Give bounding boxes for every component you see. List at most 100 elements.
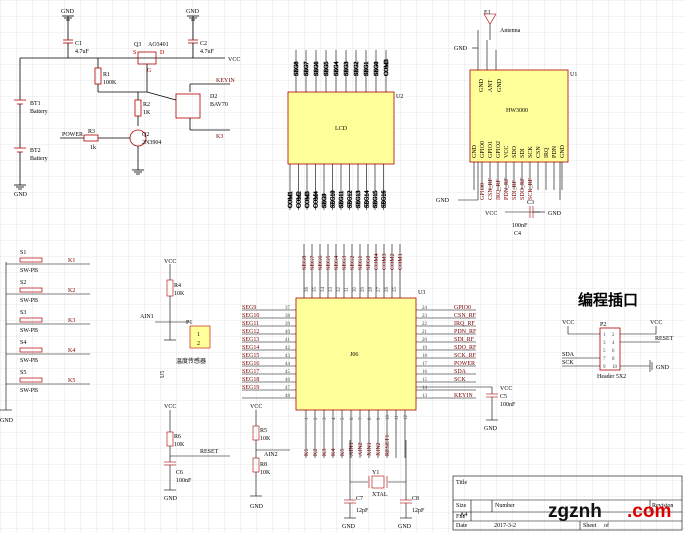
hdr-sda-net: SDA xyxy=(562,352,575,358)
mcu-bottom-pin-num: 5 xyxy=(341,417,346,420)
lcd-top-pin-label: SEG0 xyxy=(374,62,380,76)
mcu-left-pin-num: 45 xyxy=(285,370,291,375)
mcu-left-pin-name: SEG14 xyxy=(242,345,259,351)
lcd-bottom-pin-label: SEG15 xyxy=(373,191,379,208)
gnd-label: GND xyxy=(14,192,28,198)
mcu-left-pin-num: 42 xyxy=(285,346,291,351)
r1-value: 100K xyxy=(103,80,117,86)
mcu-bottom-pin-name: K2 xyxy=(313,449,319,456)
hdr-reset-net: RESET xyxy=(655,336,674,342)
rf-bottom-pin-label: GND xyxy=(472,144,478,158)
rf-bottom-net-label: CSN_RF xyxy=(488,177,494,200)
mcu-top-pin-name: SEG0 xyxy=(366,256,372,270)
sensor-vcc: VCC xyxy=(164,259,176,265)
rf-top-pin-label: GND xyxy=(497,78,503,92)
sensor-circuit xyxy=(155,264,211,349)
header-title: 编程插口 xyxy=(578,291,638,309)
mcu-bottom-pin-num: 2 xyxy=(314,417,319,420)
switch-type: SW-PB xyxy=(20,358,38,364)
mcu-top-pin-num: 35 xyxy=(313,287,318,293)
c1-value: 4.7uF xyxy=(75,49,90,55)
switch-net: K1 xyxy=(68,258,75,264)
lcd-bottom-pin-label: COM1 xyxy=(288,191,294,208)
mcu-bottom-pin-name: K3 xyxy=(322,449,328,456)
mcu-left-pin-num: 41 xyxy=(285,338,291,343)
u5-label: U5 xyxy=(160,371,166,378)
mcu-right-pin-name: SDO_RF xyxy=(454,345,477,351)
d2-ref: D2 xyxy=(210,94,217,100)
mcu-left-pin-name: SEG19 xyxy=(242,385,259,391)
vcc-label: VCC xyxy=(228,57,240,63)
ain2-divider xyxy=(250,410,290,497)
mcu-right-pin-num: 14 xyxy=(422,386,428,391)
power-net: POWER xyxy=(62,132,83,138)
r3-ref: R3 xyxy=(88,129,95,135)
c7-value: 12pF xyxy=(356,508,369,514)
mcu-top-pin-name: COM2 xyxy=(390,253,396,270)
mcu-right-pin-num: 16 xyxy=(422,370,428,375)
c7-ref: C7 xyxy=(356,496,363,502)
mcu-top-pin-num: 29 xyxy=(361,287,366,293)
reset-circuit xyxy=(164,410,230,491)
mcu-left-pin-num: 47 xyxy=(285,386,291,391)
mcu-bottom-pin-num: 7 xyxy=(359,417,364,420)
lcd-body-label: LCD xyxy=(335,126,348,132)
q3-ref: Q3 xyxy=(134,42,141,48)
r8-ref: R8 xyxy=(260,462,267,468)
mcu-right-pin-name: SCK xyxy=(454,377,466,383)
c2-value: 4.7uF xyxy=(200,49,215,55)
mcu-right-pin-name: KEYIN xyxy=(454,393,473,399)
hdr-left-pin-num: 9 xyxy=(603,365,606,370)
file-label: File xyxy=(456,514,466,520)
mcu-left-pin-num: 43 xyxy=(285,354,291,359)
lcd-top-pin-label: SEG4 xyxy=(334,62,340,76)
date-label: Date xyxy=(456,523,468,529)
size-value: A4 xyxy=(460,512,467,518)
revision-label: Revision xyxy=(652,503,673,509)
mcu-top-pin-num: 32 xyxy=(337,287,342,293)
rf-bottom-pin-label: VCC xyxy=(504,146,510,158)
mcu-right-pin-num: 20 xyxy=(422,338,428,343)
mcu-left-pin-name: SEG16 xyxy=(242,361,259,367)
r6-ref: R6 xyxy=(174,434,181,440)
reset-vcc: VCC xyxy=(164,404,176,410)
title-label: Title xyxy=(456,480,467,486)
crystal-circuit xyxy=(344,440,412,519)
size-label: Size xyxy=(456,503,467,509)
switch-ref: S1 xyxy=(20,250,26,256)
lcd-bottom-pin-label: COM4 xyxy=(314,191,320,208)
c8-value: 12pF xyxy=(412,508,425,514)
mcu-bottom-pin-num: 8 xyxy=(368,417,373,420)
mcu-top-pin-name: SEG1 xyxy=(358,256,364,270)
number-label: Number xyxy=(495,503,515,509)
rf-bottom-pin-label: GPIO2 xyxy=(496,141,502,158)
mcu-left-pin-num: 48 xyxy=(285,394,291,399)
bt1-ref: BT1 xyxy=(30,101,41,107)
mcu-right-pin-num: 13 xyxy=(422,394,428,399)
mcu-top-pin-name: SEG8 xyxy=(302,256,308,270)
k3-net: K3 xyxy=(216,134,223,140)
c4-ref: C4 xyxy=(514,231,521,237)
reset-gnd: GND xyxy=(164,496,178,502)
c8-ref: C8 xyxy=(412,496,419,502)
mcu-top-pin-num: 27 xyxy=(377,287,382,293)
mcu-bottom-pin-name: XIN1 xyxy=(367,442,373,456)
lcd-top-pin-label: SEG1 xyxy=(364,62,370,76)
lcd-bottom-pin-label: SEG16 xyxy=(382,191,388,208)
mcu-bottom-pin-num: 4 xyxy=(332,417,337,420)
r6-value: 10K xyxy=(174,442,185,448)
rf-top-pin-label: ANT xyxy=(488,79,494,92)
mcu-left-pin-name: SEG9 xyxy=(242,305,256,311)
gnd-label: GND xyxy=(186,9,200,15)
switch-ref: S2 xyxy=(20,280,26,286)
watermark: zgznh .com xyxy=(548,501,671,522)
rf-gnd3-label: GND xyxy=(548,211,562,217)
q3-pin-s: S xyxy=(133,50,136,56)
mcu-left-pin-name: SEG10 xyxy=(242,313,259,319)
rf-bottom-pin-label: GND xyxy=(560,144,566,158)
hdr-left-pin-num: 1 xyxy=(603,333,606,338)
ain2-gnd: GND xyxy=(250,504,264,510)
mcu-right-pin-num: 22 xyxy=(422,322,428,327)
rf-gnd2-label: GND xyxy=(436,198,450,204)
